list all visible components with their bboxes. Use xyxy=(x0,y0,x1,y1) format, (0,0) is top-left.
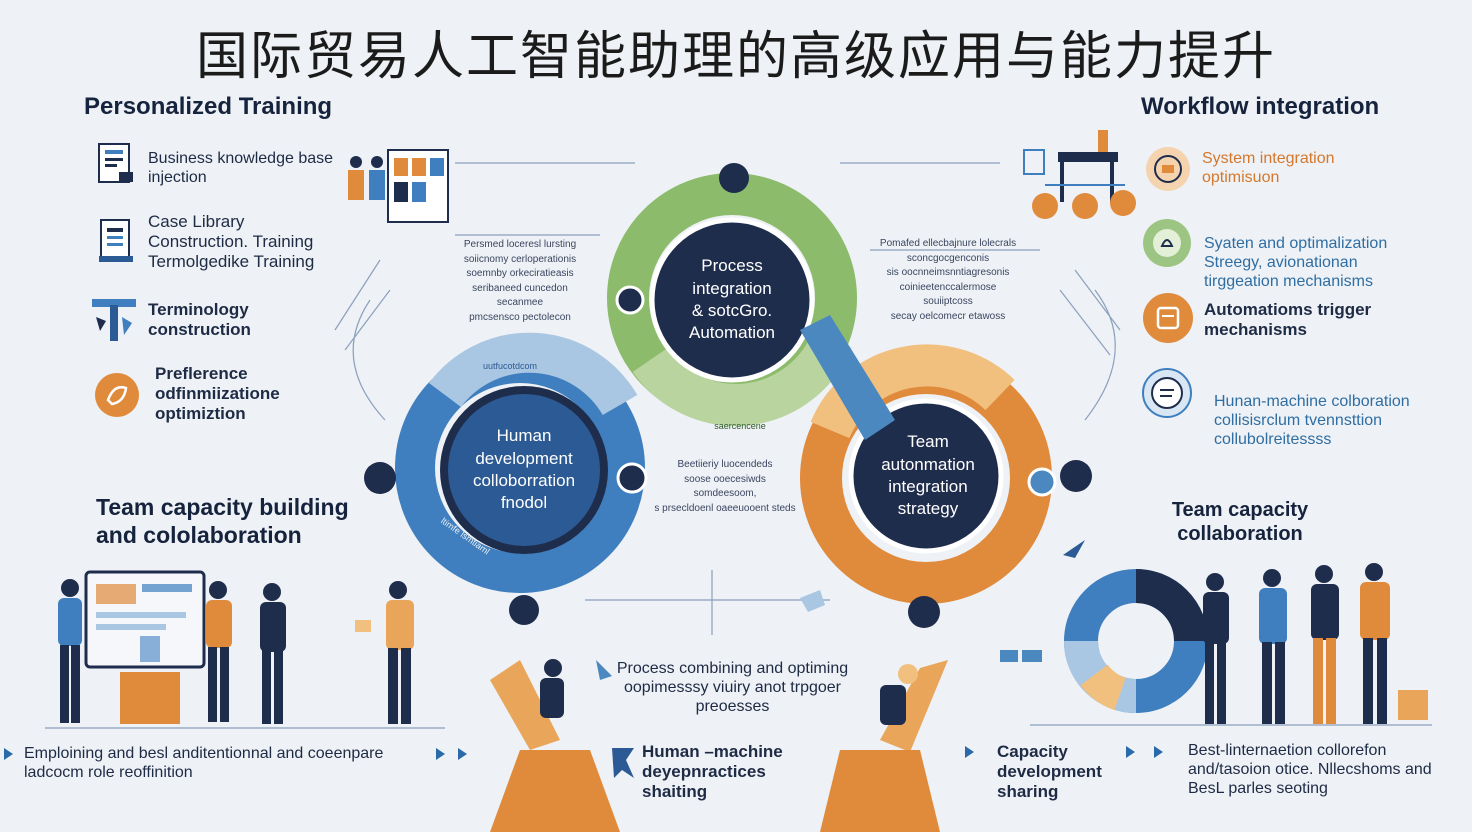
connector-line xyxy=(344,289,391,351)
connector-arc xyxy=(1084,289,1116,421)
workflow-item-text: Automatioms trigger mechanisms xyxy=(1204,300,1372,340)
bottom-center-top-text: Process combining and optiming oopimesss… xyxy=(616,660,849,715)
star-icon xyxy=(612,748,634,778)
page-title: 国际贸易人工智能助理的高级应用与能力提升 xyxy=(195,27,1276,87)
node-dot xyxy=(908,596,940,628)
preference-icon xyxy=(94,372,140,418)
terminology-icon xyxy=(92,297,136,343)
orange-ring-light xyxy=(810,344,1015,439)
arrow-icon xyxy=(436,748,445,760)
people-right-illustration xyxy=(1203,563,1428,724)
right-note: Pomafed ellecbajnure lolecrals sconcgocg… xyxy=(879,238,1017,322)
system-integration-icon xyxy=(1145,146,1191,192)
training-item-text: Case Library Construction. Training Term… xyxy=(148,212,315,272)
workflow-integration-heading: Workflow integration xyxy=(1141,93,1380,120)
node-dot xyxy=(616,462,648,494)
orange-circle-core xyxy=(848,398,1004,554)
node-dot xyxy=(364,462,396,494)
connector-band xyxy=(800,315,895,440)
orange-circle-label: Team autonmation integration strategy xyxy=(881,432,975,519)
deco-shape xyxy=(1063,540,1085,558)
blue-circle-label: Human development colloborration fnodol xyxy=(472,426,576,513)
deco-square xyxy=(1000,650,1018,662)
team-right-heading: Team capacity collaboration xyxy=(1171,499,1309,545)
deco-shape xyxy=(800,590,825,612)
green-ring-light xyxy=(632,331,852,426)
green-arc-note: saercencene xyxy=(714,421,766,431)
blue-circle-core xyxy=(440,386,608,554)
arrow-icon xyxy=(458,748,467,760)
arrow-icon xyxy=(965,746,974,758)
training-item-text: Preflerence odfinmiizatione optimiztion xyxy=(155,364,280,424)
donut-segment xyxy=(1080,664,1127,711)
blue-ring-light xyxy=(428,332,638,416)
connector-line xyxy=(334,259,381,331)
node-dot xyxy=(1060,460,1092,492)
top-right-illustration xyxy=(1023,130,1136,219)
chairs-illustration xyxy=(490,659,948,832)
center-note: Beetiieriy luocendeds soose ooecesiwds s… xyxy=(654,459,796,514)
workflow-item-text-span: Syaten and optimalization Streegy, avion… xyxy=(1204,234,1388,290)
deco-shape xyxy=(596,660,612,680)
workflow-item-text: Hunan-machine colboration collisisrclum … xyxy=(1214,374,1454,450)
node-dot xyxy=(615,285,645,315)
workflow-item-text: Syaten and optimalization Streegy, avion… xyxy=(1204,216,1434,292)
connector-line xyxy=(1059,289,1111,356)
workflow-item-text: System integration optimisuon xyxy=(1202,150,1335,186)
node-dot xyxy=(1027,467,1057,497)
top-left-illustration xyxy=(348,149,449,223)
arrow-icon xyxy=(4,748,13,760)
bottom-left-text: Emploining and besl anditentionnal and c… xyxy=(24,745,384,781)
bottom-right-mid-text: Capacity development sharing xyxy=(997,742,1102,802)
training-item-text: Terminology construction xyxy=(148,300,251,340)
green-circle-label: Process integration & sotcGro. Automatio… xyxy=(689,256,775,343)
automation-icon xyxy=(1142,292,1194,344)
personalized-training-heading: Personalized Training xyxy=(84,93,333,120)
strategy-icon xyxy=(1142,218,1192,268)
team-left-heading: Team capacity building and cololaboratio… xyxy=(96,494,349,548)
deco-square xyxy=(1022,650,1042,662)
workflow-item-text-span: Hunan-machine colboration collisisrclum … xyxy=(1214,392,1410,448)
connector-arc xyxy=(352,299,386,421)
blue-arc-note: uutfucotdcom xyxy=(482,361,538,371)
bottom-right-text: Best-linternaetion collorefon and/tasoio… xyxy=(1188,742,1432,797)
collaboration-icon xyxy=(1142,368,1192,418)
document-icon xyxy=(97,142,135,186)
training-item-text: Business knowledge base injection xyxy=(148,150,334,186)
node-dot xyxy=(509,595,539,625)
people-left-illustration xyxy=(58,570,414,724)
arrow-icon xyxy=(1126,746,1135,758)
green-circle-core xyxy=(649,217,815,383)
bottom-center-bottom-text: Human –machine deyepnractices shaiting xyxy=(642,742,783,802)
donut-segment xyxy=(1135,569,1208,642)
arrow-icon xyxy=(1154,746,1163,758)
left-note: Persmed loceresl lursting soiicnomy cerl… xyxy=(463,239,577,323)
case-library-icon xyxy=(97,218,135,264)
node-dot xyxy=(719,163,749,193)
connector-line xyxy=(1074,269,1121,331)
